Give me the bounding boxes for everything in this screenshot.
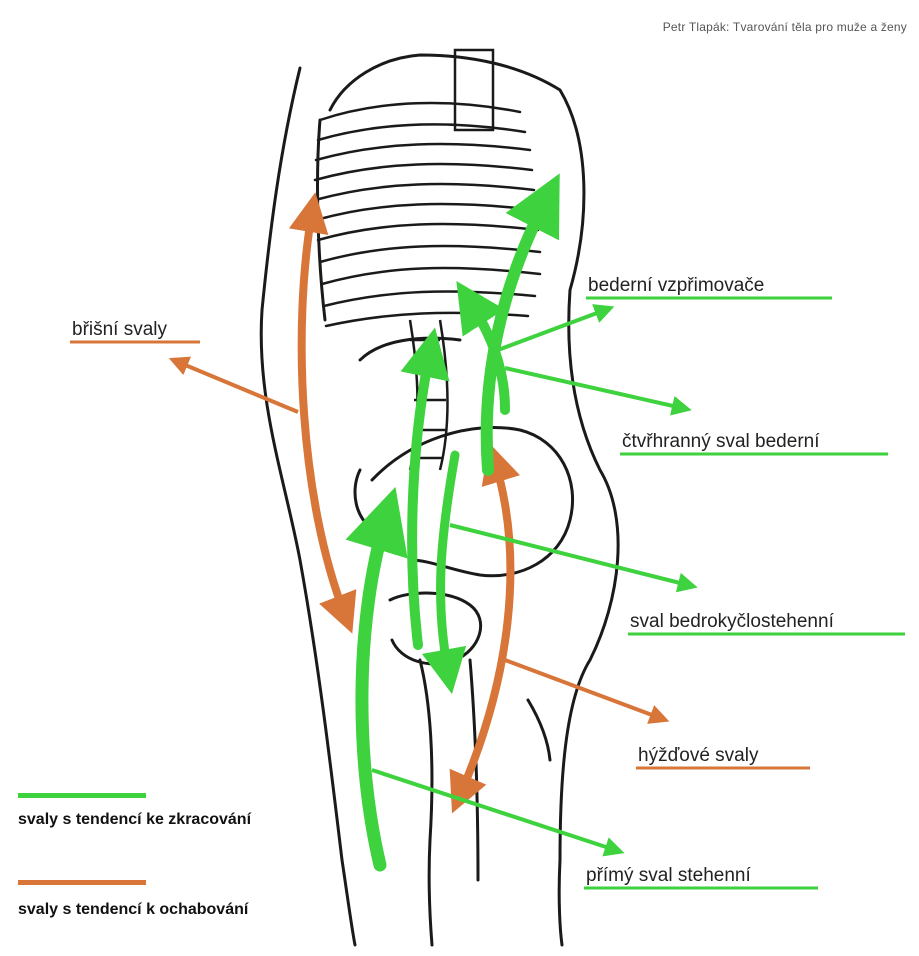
abdominal-muscle-arrow (302, 212, 345, 615)
rectus-femoris-arrow (362, 518, 386, 865)
legend-swatch-shortening (18, 793, 146, 798)
rectus-femoris-label: přímý sval stehenní (586, 866, 751, 885)
legend-shortening-label: svaly s tendencí ke zkracování (18, 812, 251, 828)
iliopsoas-label: sval bedrokyčlostehenní (630, 612, 834, 631)
iliopsoas-arrow-down (441, 455, 455, 672)
quadratus-lumborum-label: čtvřhranný sval bederní (622, 432, 820, 451)
gluteal-muscle-arrow (460, 462, 510, 795)
iliopsoas-arrow-up (412, 352, 430, 645)
legend-swatch-weakening (18, 880, 146, 885)
credit-text: Petr Tlapák: Tvarování těla pro muže a ž… (663, 20, 907, 34)
abdominal-muscles-label: břišní svaly (72, 320, 167, 339)
legend-weakening-label: svaly s tendencí k ochabování (18, 902, 248, 918)
gluteal-muscles-label: hýžďové svaly (638, 746, 758, 765)
erector-spinae-label: bederní vzpřimovače (588, 276, 764, 295)
